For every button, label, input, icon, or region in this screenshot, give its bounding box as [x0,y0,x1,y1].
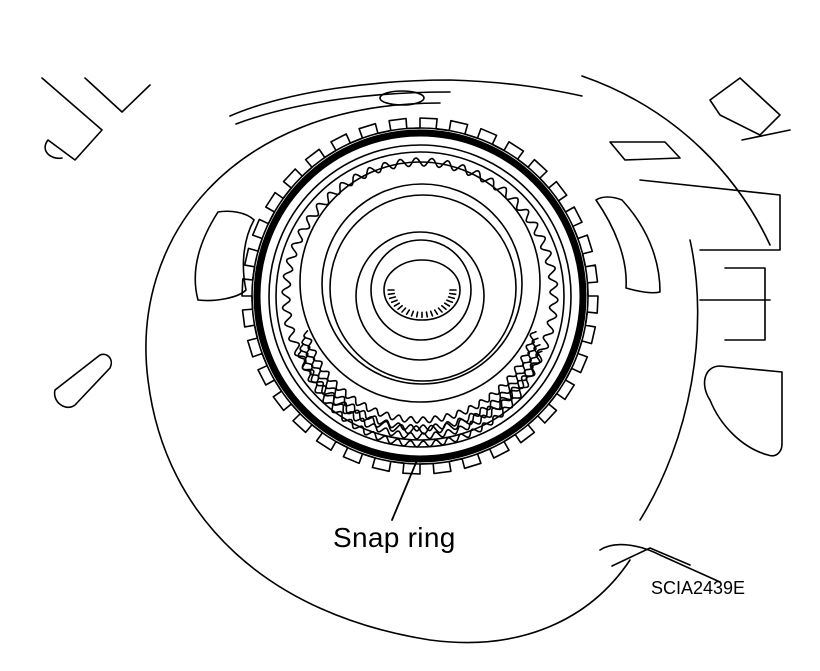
right-port-opening [595,196,661,294]
retainer-tooth-ring [241,117,599,475]
upper-case-rib [229,79,681,161]
upper-left-bracket [41,77,151,161]
snap-ring-callout: Snap ring [333,522,456,553]
needle-bearing [387,289,457,319]
transmission-case-outline [145,75,781,644]
left-port-opening [194,210,255,302]
snap-ring-leader-line [391,457,419,521]
clutch-pack-plates [297,330,543,448]
snap-ring [253,129,587,463]
clutch-spline-ring [281,157,559,435]
figure-id: SCIA2439E [651,578,746,598]
lower-right-port [703,365,783,457]
clutch-drum [268,144,572,448]
lower-left-port [53,353,113,409]
upper-right-bracket [709,77,791,141]
clutch-hub [299,161,541,403]
